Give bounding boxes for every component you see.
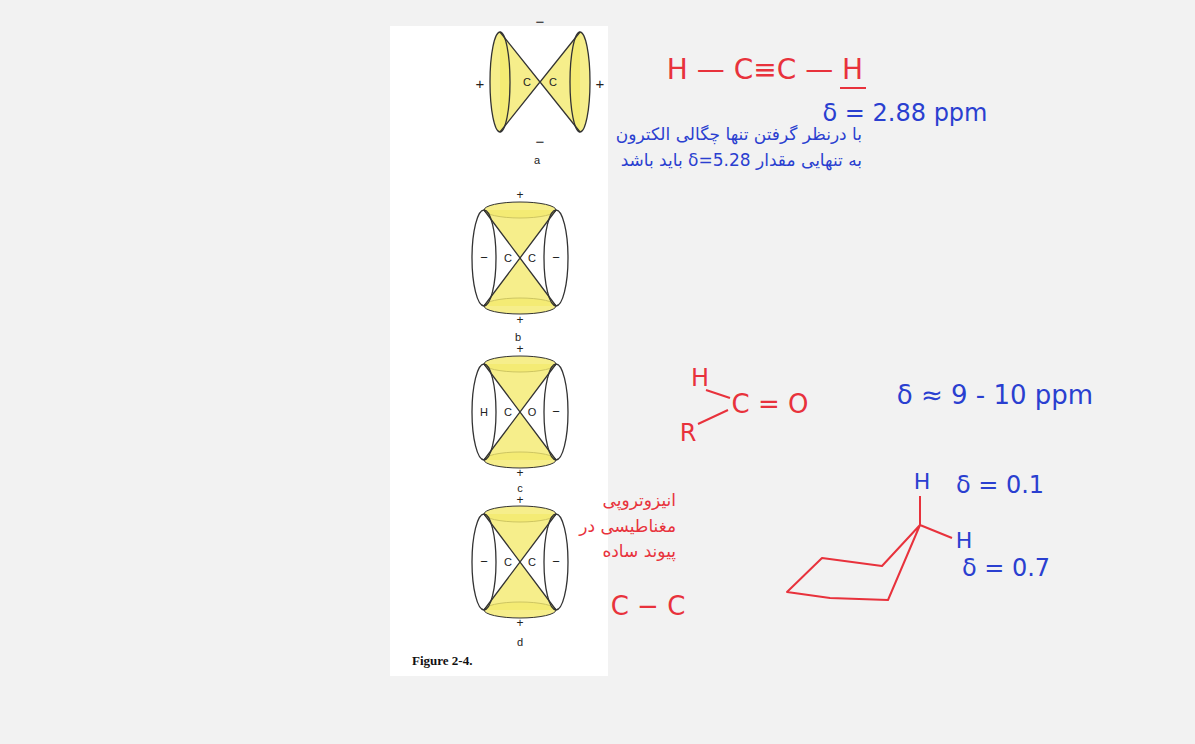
panel-letter: d	[517, 636, 523, 648]
panel-letter: b	[515, 331, 521, 343]
figure-panel	[390, 26, 608, 676]
sign: +	[516, 343, 523, 356]
bond-line	[698, 390, 730, 424]
bond-line	[920, 496, 952, 538]
sign: −	[536, 14, 545, 31]
sign: −	[552, 251, 560, 265]
atom-label: H	[956, 529, 973, 553]
cone-b	[472, 202, 568, 314]
atom-label: C	[528, 556, 536, 568]
panel-letter: c	[517, 482, 523, 494]
structure-formula: C − C	[611, 592, 686, 621]
panel-letter: a	[534, 154, 540, 166]
sign: +	[516, 617, 523, 630]
shift-value: δ = 2.88 ppm	[823, 100, 988, 126]
atom-label: C	[504, 406, 512, 418]
atom-label: H	[480, 406, 488, 418]
atom-label: C	[504, 556, 512, 568]
cone-c	[472, 356, 568, 468]
structure-formula: C = O	[732, 390, 809, 419]
atom-label: R	[680, 420, 697, 446]
cone-d	[472, 506, 568, 618]
atom-label: O	[528, 406, 537, 418]
cone-a	[490, 32, 590, 132]
atom-label: C	[528, 252, 536, 264]
atom-label: C	[549, 76, 557, 88]
persian-note: انیزوتروپی مغناطیسی در پیوند ساده	[566, 488, 676, 565]
underline	[840, 87, 866, 89]
sign: −	[552, 555, 560, 569]
shift-value: δ = 0.1	[956, 472, 1044, 498]
sign: +	[516, 189, 523, 202]
sign: +	[476, 76, 485, 93]
persian-note: با درنظر گرفتن تنها چگالی الکترون به تنه…	[612, 122, 862, 173]
atom-label: C	[523, 76, 531, 88]
structure-formula: H — C≡C — H	[667, 55, 863, 86]
shift-value: δ ≈ 9 - 10 ppm	[897, 381, 1093, 410]
atom-label: H	[914, 470, 931, 494]
figure-caption: Figure 2-4.	[412, 654, 472, 668]
sign: −	[536, 134, 545, 151]
sign: +	[516, 494, 523, 507]
sign: +	[596, 76, 605, 93]
sign: −	[480, 555, 488, 569]
sign: +	[516, 467, 523, 480]
atom-label: H	[691, 365, 709, 391]
shift-value: δ = 0.7	[962, 555, 1050, 581]
sign: −	[552, 405, 560, 419]
sign: +	[516, 314, 523, 327]
atom-label: C	[504, 252, 512, 264]
cyclohexane-chair	[787, 525, 920, 600]
sign: −	[480, 251, 488, 265]
